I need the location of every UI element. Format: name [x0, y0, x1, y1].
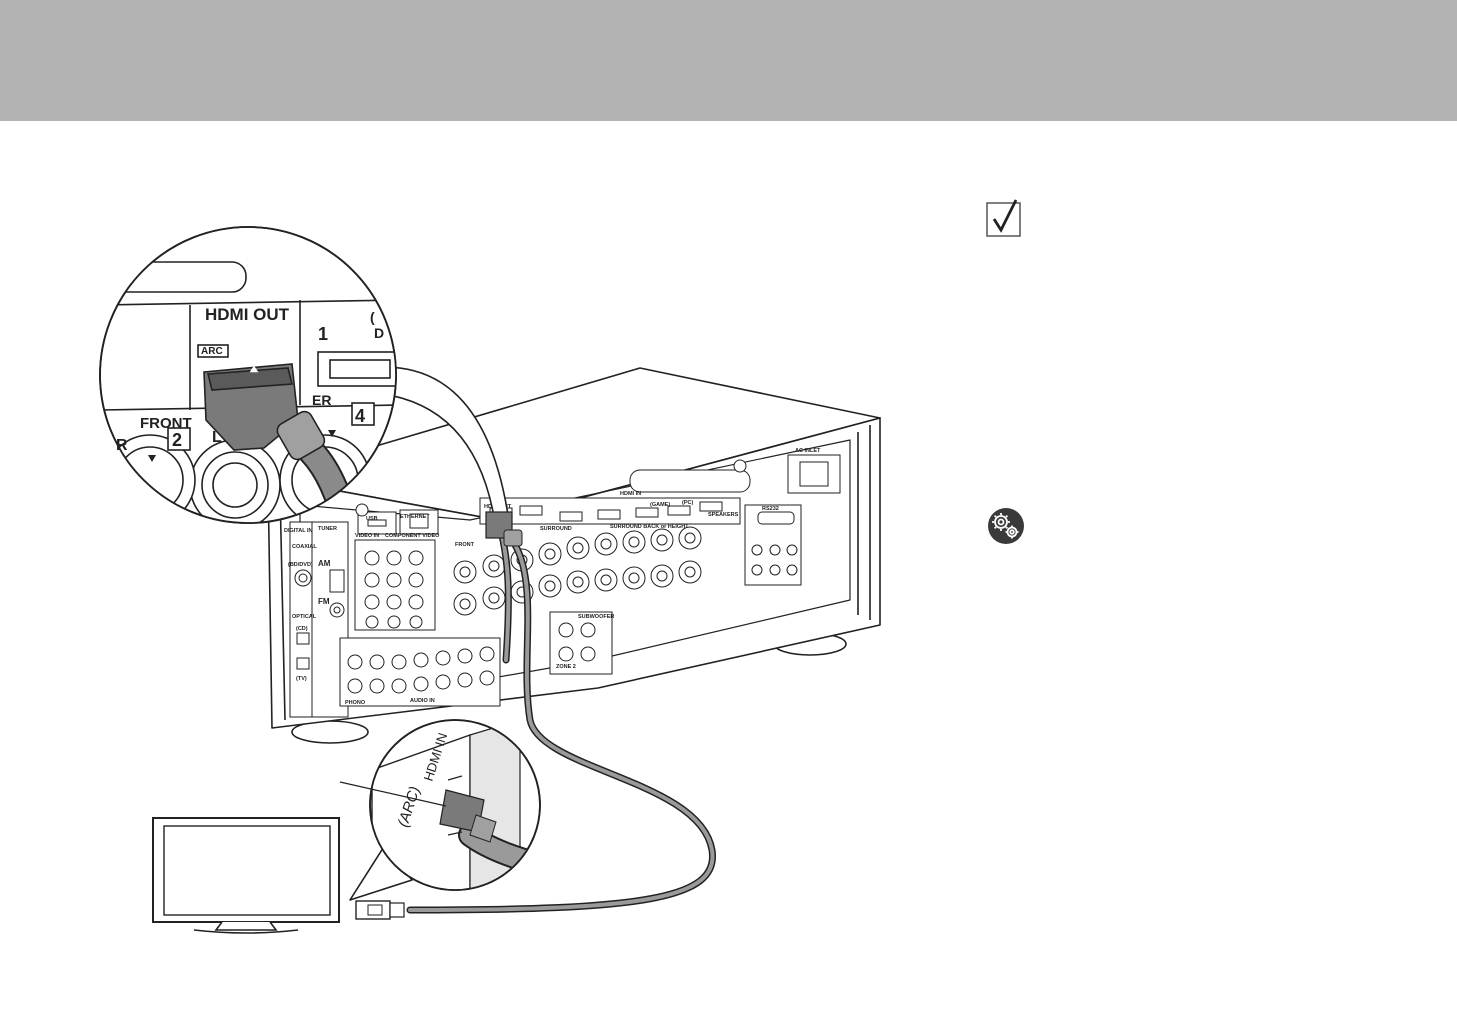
zoom-label-r: R [116, 437, 128, 454]
label-rs232: RS232 [762, 506, 779, 512]
zoom-label-front: FRONT [140, 415, 192, 432]
label-tuner: TUNER [318, 526, 337, 532]
tv-illustration [153, 818, 339, 933]
label-surround: SURROUND [540, 526, 572, 532]
zoom-label-1: 1 [318, 324, 328, 344]
label-bd-dvd: (BD/DVD) [288, 562, 313, 568]
label-phono: PHONO [345, 700, 366, 706]
check-icon [986, 197, 1024, 237]
zoom-label-paren: ( [370, 309, 375, 325]
label-game: (GAME) [650, 502, 670, 508]
label-zone2: ZONE 2 [556, 664, 576, 670]
label-coaxial: COAXIAL [292, 544, 317, 550]
label-component-video: COMPONENT VIDEO [385, 533, 440, 539]
zoom-label-er: ER [312, 392, 331, 408]
label-hdmi-in: HDMI IN [620, 491, 641, 497]
label-subwoofer: SUBWOOFER [578, 614, 614, 620]
zoom-label-hdmi-out: HDMI OUT [205, 305, 290, 324]
label-ethernet: ETHERNET [400, 514, 430, 520]
label-speakers: SPEAKERS [708, 512, 739, 518]
label-front-rear: FRONT [455, 542, 475, 548]
gear-icon [987, 507, 1025, 545]
label-digital-in: DIGITAL IN [284, 528, 313, 534]
zoom-label-4: 4 [355, 406, 365, 426]
label-usb: USB [366, 516, 378, 522]
zoom-label-2: 2 [172, 430, 182, 450]
zoom-label-l: L [212, 429, 222, 446]
label-surround-back: SURROUND BACK or HEIGHT [610, 524, 689, 530]
label-video-in: VIDEO IN [355, 533, 379, 539]
label-am: AM [318, 559, 331, 568]
label-fm: FM [318, 597, 330, 606]
label-cd: (CD) [296, 626, 308, 632]
label-ac-inlet: AC INLET [795, 448, 821, 454]
zoom-label-d: D [374, 325, 384, 341]
label-tv: (TV) [296, 676, 307, 682]
zoom-hdmi-in: HDMI IN (ARC) [340, 720, 560, 900]
label-pc: (PC) [682, 500, 693, 506]
zoom-label-arc: ARC [201, 346, 223, 357]
label-optical: OPTICAL [292, 614, 317, 620]
label-audio-in: AUDIO IN [410, 698, 435, 704]
